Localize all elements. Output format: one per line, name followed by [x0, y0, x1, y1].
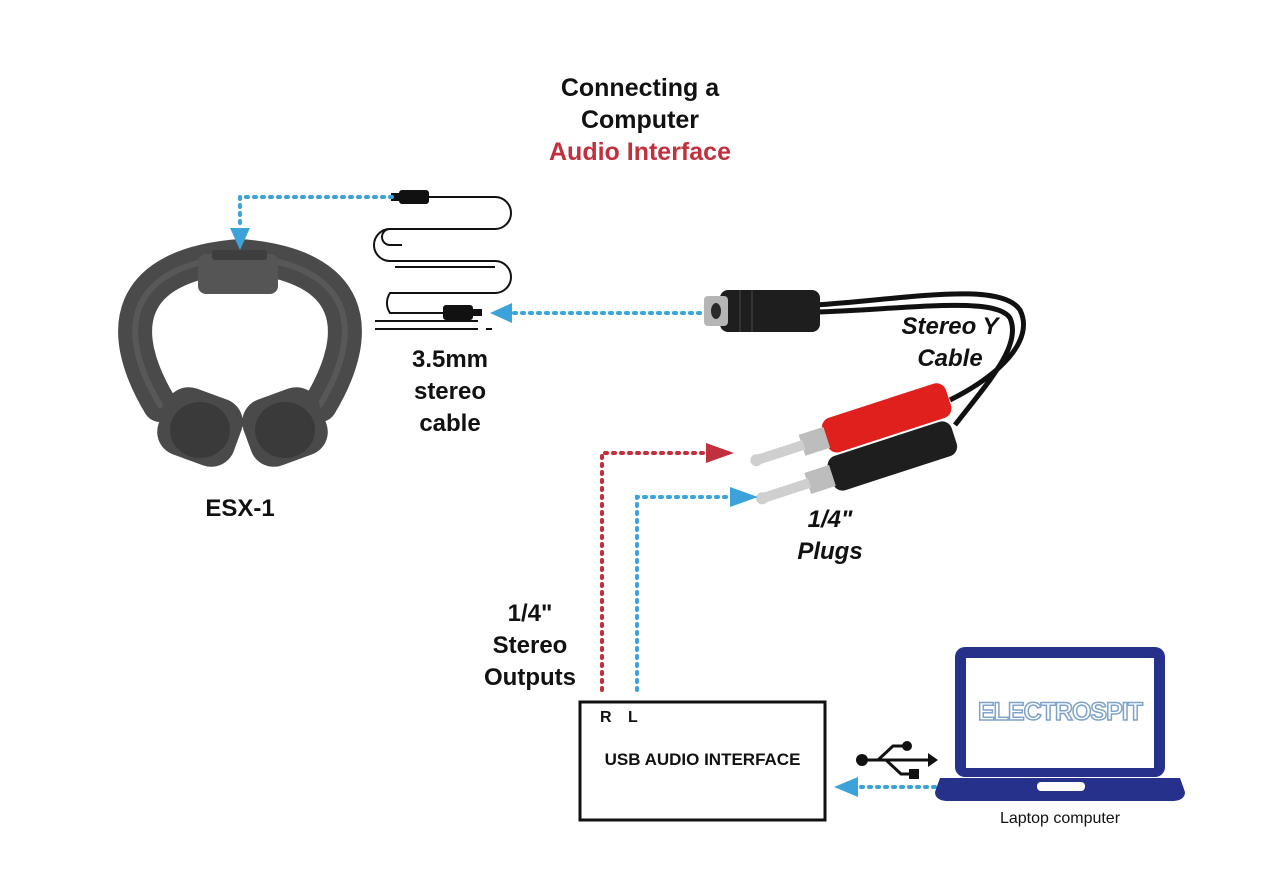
outputs-label-line-2: Stereo — [492, 632, 568, 659]
title-line-3: Audio Interface — [549, 138, 731, 166]
audio-interface-name: USB AUDIO INTERFACE — [604, 750, 801, 769]
y-cable-label: Stereo Y Cable — [880, 311, 1020, 375]
plugs-label-line-1: 1/4" — [807, 506, 853, 533]
y-cable-image — [704, 290, 1026, 505]
outputs-label: 1/4" Stereo Outputs — [465, 598, 595, 694]
y-cable-label-line-2: Cable — [917, 345, 983, 372]
port-l-label: L — [628, 709, 638, 726]
audio-interface-box — [578, 700, 827, 822]
connector-jack-to-mini — [490, 303, 702, 323]
diagram-title: Connecting a Computer Audio Interface — [490, 72, 790, 168]
plugs-label-line-2: Plugs — [797, 538, 863, 565]
mini-cable-image — [373, 190, 512, 330]
mini-cable-label-line-3: cable — [419, 410, 481, 437]
mini-cable-label-line-2: stereo — [413, 378, 487, 405]
mini-cable-label: 3.5mm stereo cable — [375, 344, 525, 440]
laptop-brand-logo: ELECTROSPIT — [977, 697, 1144, 727]
connector-l-output-to-black-plug — [635, 487, 758, 692]
title-line-1: Connecting a — [560, 74, 720, 102]
headphones-label: ESX-1 — [205, 495, 275, 522]
plugs-label: 1/4" Plugs — [775, 504, 885, 568]
laptop-image — [935, 647, 1185, 801]
connector-r-output-to-red-plug — [600, 443, 734, 692]
usb-icon — [856, 741, 938, 779]
title-line-2: Computer — [580, 106, 700, 134]
mini-cable-label-line-1: 3.5mm — [411, 346, 489, 373]
port-r-label: R — [600, 709, 612, 726]
connector-mini-to-headphones — [230, 195, 394, 250]
outputs-label-line-1: 1/4" — [507, 600, 553, 627]
laptop-label: Laptop computer — [999, 810, 1121, 827]
headphones-image — [118, 238, 362, 467]
outputs-label-line-3: Outputs — [484, 664, 576, 691]
y-cable-label-line-1: Stereo Y — [901, 313, 999, 340]
connector-laptop-to-interface — [834, 777, 937, 797]
